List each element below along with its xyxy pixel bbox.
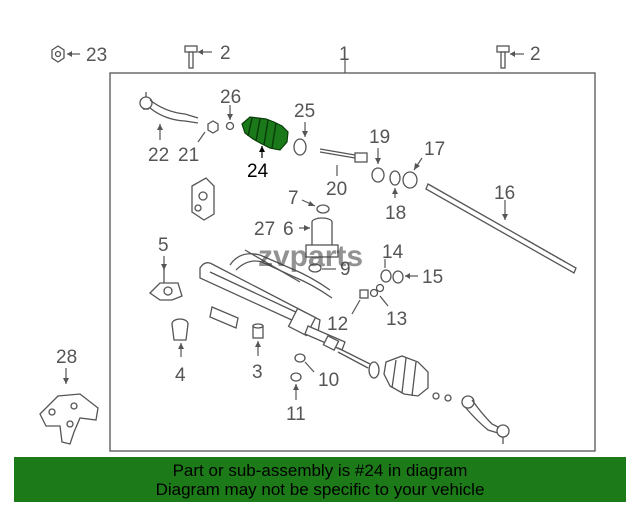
callout-20[interactable]: 20 <box>326 179 347 200</box>
callout-16[interactable]: 16 <box>494 183 515 204</box>
mount-bracket-icon <box>191 177 215 221</box>
seal-icon <box>316 204 330 214</box>
callout-10[interactable]: 10 <box>318 370 339 391</box>
bushing-icon <box>380 269 392 283</box>
rack-boot-icon <box>383 355 429 397</box>
bushing-icon <box>402 171 418 189</box>
nut-icon <box>207 120 219 134</box>
fitting-icon <box>359 289 369 299</box>
callout-12[interactable]: 12 <box>327 314 348 335</box>
callout-27[interactable]: 27 <box>254 219 275 240</box>
inner-tie-rod-icon <box>319 148 368 163</box>
assembly-frame <box>109 72 596 452</box>
outer-tie-rod-end-icon <box>139 92 199 124</box>
callout-24[interactable]: 24 <box>247 161 269 182</box>
nut-icon <box>444 394 452 402</box>
callout-13[interactable]: 13 <box>386 309 407 330</box>
callout-3[interactable]: 3 <box>252 362 263 383</box>
rack-bar-icon <box>425 183 577 274</box>
callout-2-right[interactable]: 2 <box>530 44 541 65</box>
seal-icon <box>294 353 306 363</box>
clip-icon <box>225 121 235 131</box>
watermark: zvparts <box>258 240 363 273</box>
outer-tie-rod-end-icon <box>461 395 510 444</box>
callout-23[interactable]: 23 <box>86 45 107 66</box>
banner-line-2: Diagram may not be specific to your vehi… <box>155 480 485 499</box>
ring-icon <box>389 170 401 186</box>
lower-inner-rod-icon <box>322 334 371 369</box>
mount-bracket-28-icon <box>39 393 99 445</box>
callout-26[interactable]: 26 <box>220 87 241 108</box>
clamp-icon <box>368 361 380 379</box>
callout-21[interactable]: 21 <box>178 145 199 166</box>
callout-5[interactable]: 5 <box>158 235 169 256</box>
rack-boot-highlighted-icon <box>241 116 289 151</box>
insulator-pad-icon <box>209 306 239 329</box>
callout-6[interactable]: 6 <box>283 219 294 240</box>
callout-2-left[interactable]: 2 <box>220 43 231 64</box>
parts-diagram: 1 23 2 2 22 21 26 24 <box>39 43 596 452</box>
callout-18[interactable]: 18 <box>385 203 406 224</box>
banner-line-1: Part or sub-assembly is #24 in diagram <box>172 461 468 480</box>
callout-11[interactable]: 11 <box>286 404 306 425</box>
callout-9[interactable]: 9 <box>340 259 351 280</box>
callout-22[interactable]: 22 <box>148 145 169 166</box>
info-banner: Part or sub-assembly is #24 in diagram D… <box>14 457 626 502</box>
ring-icon <box>392 270 404 284</box>
seal-icon <box>290 372 302 382</box>
bushing-icon <box>371 167 385 183</box>
callout-25[interactable]: 25 <box>294 101 315 122</box>
callout-19[interactable]: 19 <box>369 127 390 148</box>
nut-icon <box>51 45 65 63</box>
bolt-icon <box>184 45 198 69</box>
rack-housing-icon <box>199 249 346 351</box>
callout-15[interactable]: 15 <box>422 267 443 288</box>
callout-1[interactable]: 1 <box>339 44 350 65</box>
clamp-icon <box>293 138 307 156</box>
callout-28[interactable]: 28 <box>56 347 77 368</box>
bracket-icon <box>148 268 183 301</box>
clamp-icon <box>432 392 440 400</box>
callout-4[interactable]: 4 <box>175 365 186 386</box>
valve-icon <box>252 323 264 339</box>
seal-icon <box>369 288 379 298</box>
callout-14[interactable]: 14 <box>382 242 404 263</box>
valve-housing-icon <box>305 217 339 258</box>
callout-7[interactable]: 7 <box>288 188 299 209</box>
seal-icon <box>308 263 322 273</box>
mount-bushing-icon <box>171 318 189 341</box>
bolt-icon <box>496 45 510 69</box>
callout-17[interactable]: 17 <box>424 139 445 160</box>
